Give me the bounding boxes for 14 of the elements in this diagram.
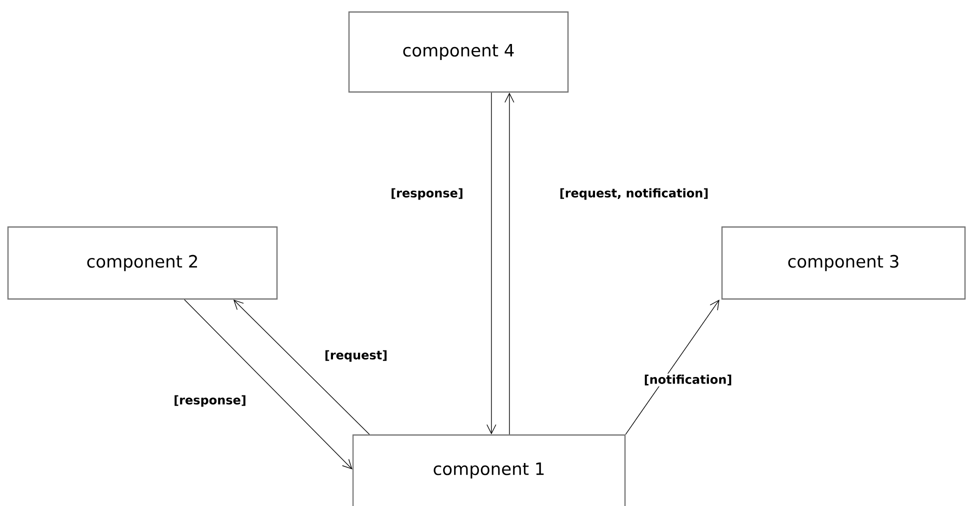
edge-label: [response] [390, 187, 464, 201]
arrow [625, 300, 720, 435]
edge-label: [request, notification] [558, 187, 710, 201]
arrow [486, 92, 496, 434]
arrow [233, 300, 370, 435]
component-box: component 4 [348, 11, 569, 93]
component-box: component 1 [352, 434, 626, 506]
arrow [184, 299, 352, 470]
arrow [504, 92, 514, 435]
edge-label: [request] [323, 349, 389, 363]
component-box: component 2 [7, 226, 278, 300]
component-box: component 3 [721, 226, 966, 300]
edge-label: [notification] [642, 374, 734, 386]
edge-label: [response] [172, 394, 248, 408]
